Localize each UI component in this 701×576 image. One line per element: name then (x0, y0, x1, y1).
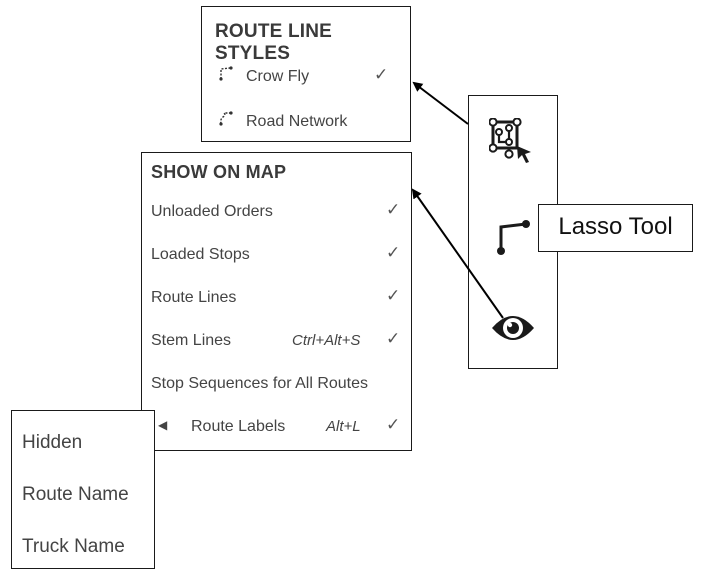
unloaded-orders-checkmark: ✓ (386, 200, 401, 219)
show-on-map-heading: SHOW ON MAP (151, 162, 287, 182)
route-labels-submenu: Hidden Route Name Truck Name (11, 410, 155, 569)
lasso-tool-icon[interactable] (494, 218, 534, 263)
submenu-item-hidden[interactable]: Hidden (22, 432, 83, 453)
menu-item-route-lines[interactable]: Route Lines ✓ (142, 283, 411, 313)
crow-fly-label: Crow Fly (246, 68, 310, 85)
route-lines-checkmark: ✓ (386, 286, 401, 305)
menu-item-road-network[interactable]: Road Network (202, 107, 410, 137)
menu-item-stem-lines[interactable]: Stem Lines Ctrl+Alt+S ✓ (142, 326, 411, 356)
stem-lines-shortcut: Ctrl+Alt+S (292, 332, 361, 349)
stop-sequences-label: Stop Sequences for All Routes (151, 375, 369, 392)
route-lines-label: Route Lines (151, 289, 237, 306)
route-line-styles-heading: ROUTE LINE STYLES (215, 21, 333, 64)
road-network-icon (218, 110, 234, 129)
road-network-label: Road Network (246, 113, 348, 130)
crow-fly-checkmark: ✓ (374, 65, 389, 84)
eye-icon[interactable] (490, 310, 536, 351)
menu-item-unloaded-orders[interactable]: Unloaded Orders ✓ (142, 197, 411, 227)
submenu-item-route-name[interactable]: Route Name (22, 484, 129, 505)
lasso-tool-callout-label: Lasso Tool (558, 213, 673, 240)
show-on-map-menu: SHOW ON MAP Unloaded Orders ✓ Loaded Sto… (141, 152, 412, 451)
submenu-item-truck-name[interactable]: Truck Name (22, 536, 125, 557)
route-select-icon[interactable] (488, 117, 537, 171)
menu-item-loaded-stops[interactable]: Loaded Stops ✓ (142, 240, 411, 270)
route-labels-shortcut: Alt+L (326, 418, 361, 435)
stem-lines-label: Stem Lines (151, 332, 232, 349)
menu-item-route-labels[interactable]: ◀ Route Labels Alt+L ✓ (142, 412, 411, 442)
route-labels-checkmark: ✓ (386, 415, 401, 434)
loaded-stops-label: Loaded Stops (151, 246, 250, 263)
submenu-arrow-icon: ◀ (158, 418, 168, 432)
route-line-styles-menu: ROUTE LINE STYLES Crow Fly ✓ Road Networ… (201, 6, 411, 142)
unloaded-orders-label: Unloaded Orders (151, 203, 273, 220)
route-labels-label: Route Labels (191, 418, 286, 435)
lasso-tool-callout: Lasso Tool (538, 204, 693, 252)
stem-lines-checkmark: ✓ (386, 329, 401, 348)
crow-fly-icon (218, 65, 234, 84)
loaded-stops-checkmark: ✓ (386, 243, 401, 262)
arrow-to-route-line-styles (412, 81, 469, 125)
menu-item-stop-sequences[interactable]: Stop Sequences for All Routes (142, 369, 411, 399)
menu-item-crow-fly[interactable]: Crow Fly ✓ (202, 62, 410, 92)
